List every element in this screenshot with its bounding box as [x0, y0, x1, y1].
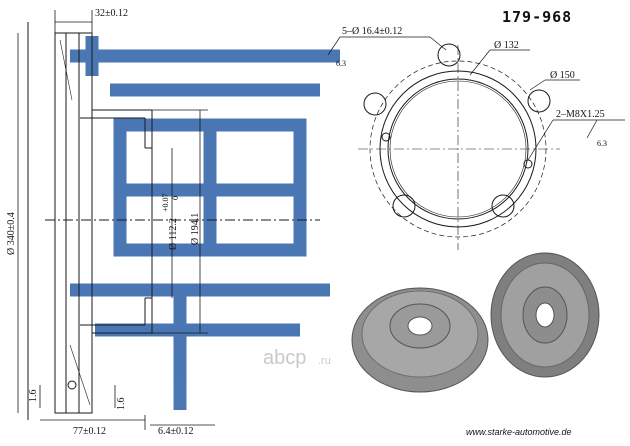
front-view [358, 43, 560, 250]
dim-thread-holes: 2–M8X1.25 [556, 109, 605, 120]
dim-hub-bore-tol-upper: +0.07 [161, 193, 170, 212]
rotor-section [27, 22, 320, 420]
dim-thread-roughness: 6.3 [597, 139, 607, 148]
website-url: www.starke-automotive.de [466, 427, 572, 437]
part-number: 179-968 [502, 8, 572, 26]
dim-hub-bore-tol-lower: 0 [171, 196, 180, 200]
dim-chamfer-left: 1.6 [28, 390, 39, 403]
dim-pcd: Ø 132 [494, 40, 519, 51]
rotor-photo-left [351, 287, 489, 393]
dim-hat-diameter: Ø 194.1 [190, 213, 201, 245]
dim-chamfer-right: 1.6 [116, 398, 127, 411]
dim-bolt-holes: 5–Ø 16.4±0.12 [342, 26, 402, 37]
dim-min-thickness: 6.4±0.12 [158, 426, 194, 437]
dim-thickness: 32±0.12 [95, 8, 128, 19]
rotor-photo-right [490, 252, 600, 378]
dim-outer-diameter: Ø 340±0.4 [6, 212, 17, 255]
dim-hub-height: 77±0.12 [73, 426, 106, 437]
dim-hub-bore: Ø 112.2 [168, 218, 179, 250]
dimension-lines [17, 10, 215, 430]
leaders [327, 36, 625, 161]
dim-flange-diameter: Ø 150 [550, 70, 575, 81]
watermark-tld: .ru [318, 355, 331, 367]
dim-bolt-roughness: 6.3 [336, 59, 346, 68]
watermark-brand: abcp [263, 347, 306, 369]
